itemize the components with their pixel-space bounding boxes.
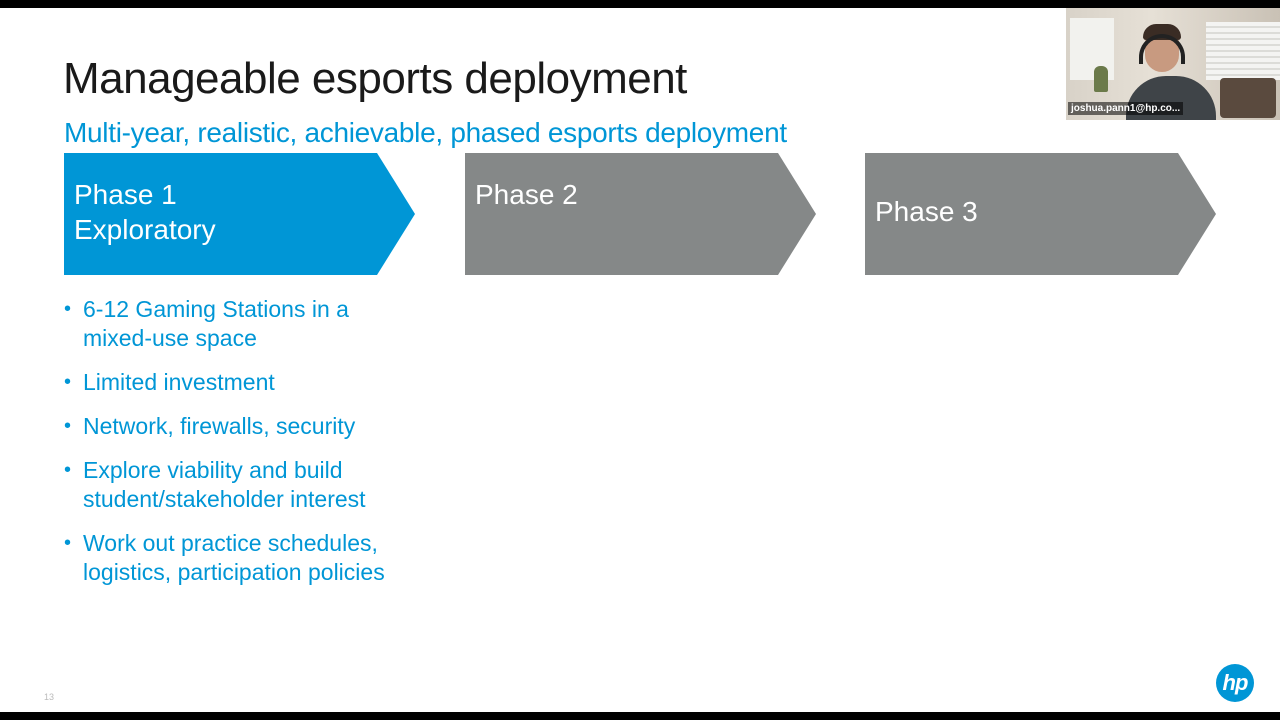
list-item: • Limited investment	[64, 368, 424, 397]
participant-name-tag: joshua.pann1@hp.co...	[1068, 102, 1184, 115]
phase-1-name: Exploratory	[74, 214, 216, 245]
slide-title: Manageable esports deployment	[63, 54, 687, 103]
slide-subtitle: Multi-year, realistic, achievable, phase…	[64, 117, 787, 148]
phase-1-label: Phase 1 Exploratory	[74, 177, 216, 247]
headset-icon	[1139, 34, 1185, 64]
list-item: • Explore viability and build student/sta…	[64, 456, 424, 514]
phase-1-bullet-list: • 6-12 Gaming Stations in a mixed-use spa…	[64, 295, 424, 602]
bullet-text: Limited investment	[83, 369, 275, 395]
bullet-icon: •	[64, 298, 72, 320]
page-number: 13	[44, 692, 55, 702]
phase-2-chevron: Phase 2	[465, 153, 816, 275]
bullet-icon: •	[64, 415, 72, 437]
top-letterbox-bar	[0, 0, 1280, 8]
list-item: • Work out practice schedules, logistics,…	[64, 529, 424, 587]
phase-1-title: Phase 1	[74, 179, 177, 210]
bullet-icon: •	[64, 459, 72, 481]
hp-logo: hp	[1216, 664, 1254, 702]
bullet-text: Explore viability and build student/stak…	[83, 457, 366, 512]
phase-2-title: Phase 2	[475, 179, 578, 210]
bullet-icon: •	[64, 532, 72, 554]
bullet-text: 6-12 Gaming Stations in a mixed-use spac…	[83, 296, 349, 351]
phase-1-chevron: Phase 1 Exploratory	[64, 153, 415, 275]
video-window-blinds	[1206, 22, 1280, 80]
bullet-text: Work out practice schedules, logistics, …	[83, 530, 385, 585]
participant-video-tile[interactable]: joshua.pann1@hp.co...	[1066, 8, 1280, 120]
bullet-text: Network, firewalls, security	[83, 413, 356, 439]
phase-3-chevron: Phase 3	[865, 153, 1216, 275]
list-item: • 6-12 Gaming Stations in a mixed-use spa…	[64, 295, 424, 353]
video-plant	[1094, 66, 1108, 92]
phase-3-title: Phase 3	[875, 196, 978, 227]
list-item: • Network, firewalls, security	[64, 412, 424, 441]
video-chair	[1220, 78, 1276, 118]
bullet-icon: •	[64, 371, 72, 393]
bottom-letterbox-bar	[0, 712, 1280, 720]
